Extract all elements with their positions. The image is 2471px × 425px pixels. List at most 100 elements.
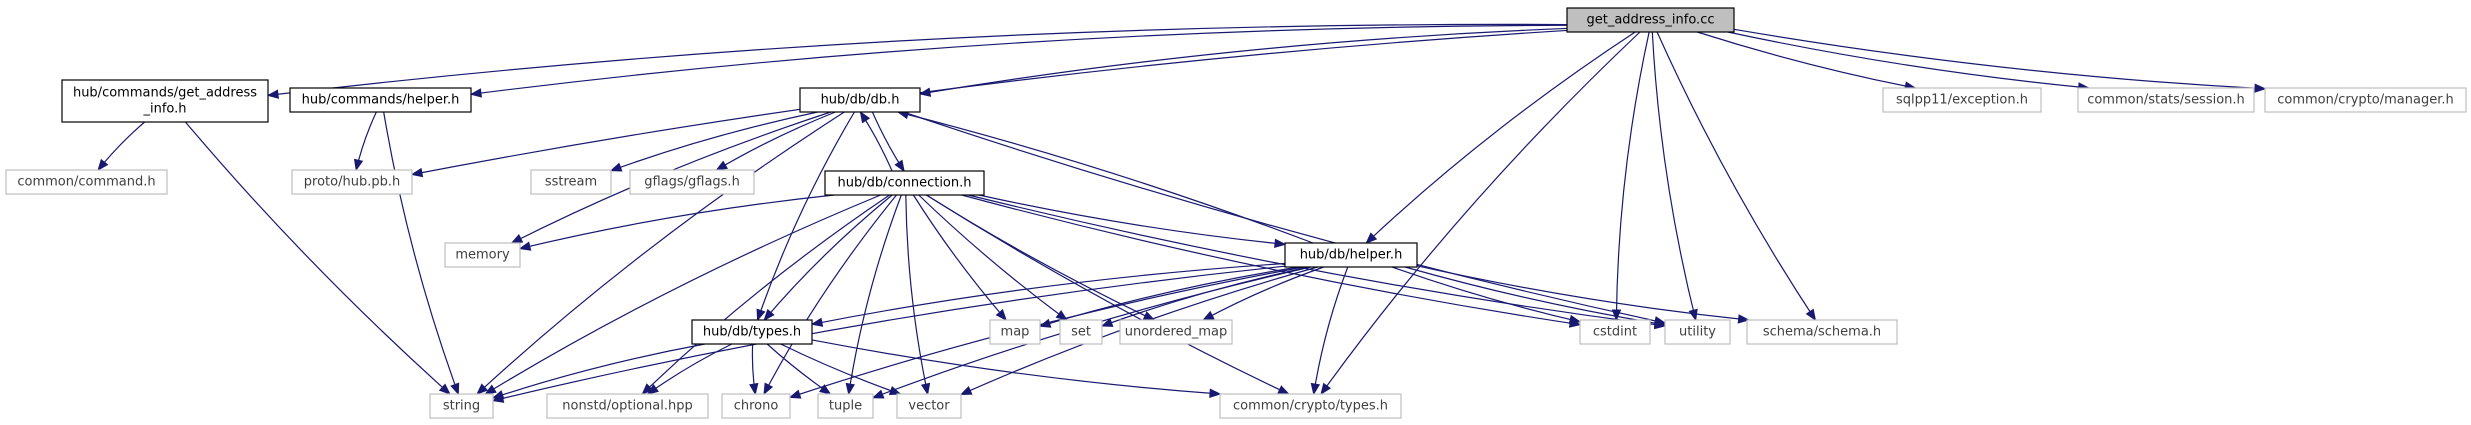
- node-label-memory: memory: [455, 248, 510, 263]
- edge-root-to-manager: [1733, 28, 2266, 90]
- node-helper_cmd[interactable]: hub/commands/helper.h: [289, 87, 472, 113]
- edge-helper_cmd-to-string: [383, 111, 459, 395]
- edge-arrowhead-db_types-to-crypto_types: [1209, 388, 1222, 398]
- edge-arrowhead-connection-to-map: [995, 308, 1007, 322]
- node-db_types[interactable]: hub/db/types.h: [691, 319, 813, 345]
- edge-connection-to-cstdint: [961, 194, 1581, 326]
- node-box-set: [1059, 319, 1103, 345]
- edge-arrowhead-root-to-hubpb: [410, 167, 424, 178]
- node-label-set: set: [1071, 325, 1091, 340]
- node-connection[interactable]: hub/db/connection.h: [824, 170, 985, 196]
- node-label-helper_cmd: hub/commands/helper.h: [302, 93, 460, 108]
- node-box-chrono: [721, 393, 791, 419]
- edge-arrowhead-connection-to-vector: [920, 382, 931, 396]
- node-box-tuple: [817, 393, 874, 419]
- node-get_addr_h[interactable]: hub/commands/get_address_info.h: [61, 79, 269, 123]
- edge-db_helper-to-umap: [1202, 266, 1324, 321]
- node-utility: utility: [1664, 319, 1731, 345]
- edge-arrowhead-root-to-db_helper: [1365, 232, 1378, 244]
- edge-arrowhead-root-to-helper_cmd: [469, 88, 483, 98]
- node-box-vector: [896, 393, 962, 419]
- node-optional: nonstd/optional.hpp: [546, 393, 709, 419]
- edge-arrowhead-db_helper-to-tuple: [871, 389, 885, 399]
- node-box-session: [2077, 87, 2255, 113]
- node-label-connection: hub/db/connection.h: [838, 176, 972, 191]
- edge-connection-to-vector: [905, 194, 929, 395]
- node-box-helper_cmd: [289, 87, 472, 113]
- edge-connection-to-umap: [926, 194, 1155, 321]
- edge-arrowhead-helper_cmd-to-hubpb: [353, 158, 364, 172]
- edge-connection-to-utility: [968, 194, 1666, 327]
- node-umap: unordered_map: [1119, 319, 1233, 345]
- node-label-map: map: [1001, 325, 1030, 340]
- node-label-string: string: [443, 399, 480, 414]
- edge-arrowhead-db_types-to-optional: [646, 384, 659, 395]
- edge-db_h-to-db_types: [757, 111, 855, 321]
- node-box-sstream: [530, 169, 612, 195]
- edge-arrowhead-db_h-to-memory: [510, 234, 524, 244]
- edge-db_h-to-sstream: [610, 111, 818, 172]
- node-label-sqlpp: sqlpp11/exception.h: [1896, 93, 2028, 108]
- node-label-root: get_address_info.cc: [1586, 13, 1714, 28]
- edge-arrowhead-db_h-to-gflags: [715, 160, 729, 171]
- edge-arrowhead-db_helper-to-schema: [1737, 314, 1750, 324]
- node-schema: schema/schema.h: [1746, 319, 1898, 345]
- edge-arrowhead-connection-to-db_h: [859, 110, 871, 124]
- edge-arrowhead-db_types-to-tuple: [819, 384, 832, 395]
- edge-arrowhead-connection-to-tuple: [845, 382, 855, 396]
- edge-arrowhead-db_helper-to-crypto_types: [1310, 382, 1321, 396]
- node-box-command: [5, 169, 168, 195]
- node-box-optional: [546, 393, 709, 419]
- node-db_helper[interactable]: hub/db/helper.h: [1284, 242, 1418, 268]
- edge-db_helper-to-crypto_types: [1313, 266, 1349, 395]
- edge-root-to-utility: [1651, 31, 1697, 321]
- node-box-utility: [1664, 319, 1731, 345]
- edge-connection-to-optional: [641, 194, 890, 395]
- edge-arrowhead-db_h-to-sstream: [609, 162, 623, 172]
- node-box-hubpb: [291, 169, 413, 195]
- node-box-get_addr_h: [61, 79, 269, 123]
- edge-arrowhead-db_h-to-connection: [894, 159, 905, 173]
- node-label-cstdint: cstdint: [1593, 325, 1637, 340]
- edge-get_addr_h-to-string: [184, 121, 451, 395]
- node-root[interactable]: get_address_info.cc: [1566, 7, 1735, 33]
- edge-db_helper-to-db_h: [897, 111, 1314, 244]
- edge-arrowhead-helper_cmd-to-string: [450, 382, 460, 396]
- edge-arrowhead-db_types-to-chrono: [749, 382, 759, 396]
- node-string: string: [429, 393, 494, 419]
- edge-arrowhead-db_types-to-string: [491, 390, 505, 400]
- node-label-optional: nonstd/optional.hpp: [562, 399, 693, 414]
- edge-arrowhead-db_helper-to-set: [1100, 317, 1114, 327]
- edge-arrowhead-connection-to-memory: [518, 241, 532, 251]
- node-cstdint: cstdint: [1579, 319, 1651, 345]
- node-label-db_types: hub/db/types.h: [703, 325, 801, 340]
- nodes-layer: get_address_info.cc hub/commands/get_addr…: [5, 7, 2467, 419]
- node-box-sqlpp: [1882, 87, 2042, 113]
- edge-arrowhead-connection-to-crypto_types: [1277, 385, 1290, 395]
- node-label-crypto_types: common/crypto/types.h: [1233, 399, 1388, 414]
- node-sqlpp: sqlpp11/exception.h: [1882, 87, 2042, 113]
- edge-db_types-to-string: [492, 343, 706, 399]
- edge-db_h-to-utility: [903, 111, 1666, 324]
- node-label-hubpb: proto/hub.pb.h: [304, 175, 400, 190]
- node-label-get_addr_h: hub/commands/get_address: [73, 86, 257, 101]
- edge-root-to-session: [1727, 31, 2089, 89]
- node-label-db_h: hub/db/db.h: [821, 93, 900, 108]
- node-label-umap: unordered_map: [1125, 325, 1228, 340]
- node-box-gflags: [629, 169, 755, 195]
- node-label-schema: schema/schema.h: [1763, 325, 1881, 340]
- node-box-manager: [2264, 87, 2467, 113]
- node-db_h[interactable]: hub/db/db.h: [799, 87, 921, 113]
- edge-arrowhead-db_helper-to-chrono: [788, 389, 802, 399]
- node-label-command: common/command.h: [17, 175, 155, 190]
- edge-db_helper-to-db_types: [811, 262, 1286, 325]
- node-label-session: common/stats/session.h: [2087, 93, 2245, 108]
- edge-arrowhead-db_h-to-db_types: [756, 308, 766, 322]
- edge-arrowhead-root-to-get_addr_h: [266, 89, 279, 99]
- node-box-db_types: [691, 319, 813, 345]
- node-vector: vector: [896, 393, 962, 419]
- edge-db_h-to-gflags: [716, 111, 836, 171]
- node-label-tuple: tuple: [829, 399, 862, 414]
- edge-root-to-helper_cmd: [470, 24, 1568, 95]
- node-box-schema: [1746, 319, 1898, 345]
